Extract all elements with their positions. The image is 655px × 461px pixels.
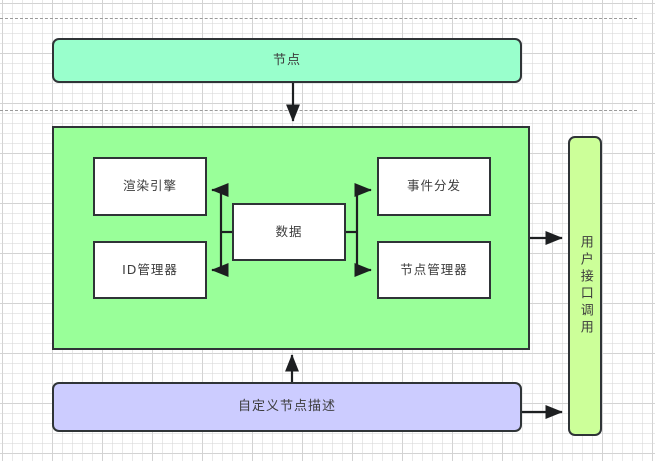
box-render-engine[interactable]: 渲染引擎 (93, 157, 207, 216)
box-data[interactable]: 数据 (232, 203, 346, 261)
box-data-label: 数据 (275, 223, 303, 239)
node-ui-call-label: 用户接口调用 (577, 235, 593, 337)
page-break-top (0, 18, 637, 19)
box-id-manager[interactable]: ID管理器 (93, 241, 207, 299)
node-custom-node-description-label: 自定义节点描述 (237, 399, 336, 415)
box-node-manager[interactable]: 节点管理器 (377, 241, 491, 299)
node-top-节点[interactable]: 节点 (52, 38, 522, 83)
box-id-manager-label: ID管理器 (122, 261, 178, 277)
node-custom-node-description[interactable]: 自定义节点描述 (52, 382, 522, 432)
box-event-dispatch[interactable]: 事件分发 (377, 157, 491, 216)
node-ui-call[interactable]: 用户接口调用 (568, 136, 602, 436)
page-break-middle (0, 110, 637, 111)
node-top-label: 节点 (272, 52, 301, 68)
box-event-dispatch-label: 事件分发 (406, 178, 461, 194)
box-node-manager-label: 节点管理器 (400, 261, 468, 277)
box-render-engine-label: 渲染引擎 (122, 178, 177, 194)
